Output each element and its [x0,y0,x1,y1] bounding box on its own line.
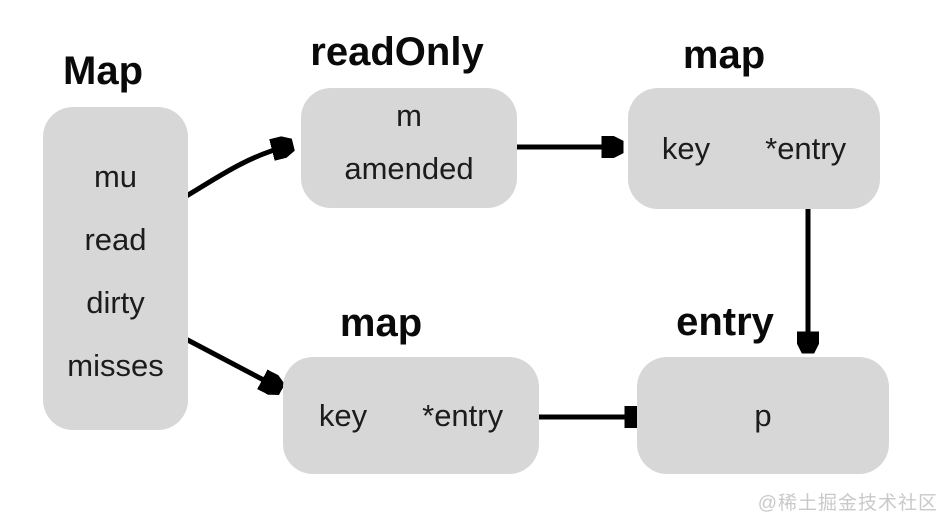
field-entry-ptr: *entry [422,397,504,433]
node-title-read-only: readOnly [310,30,484,74]
node-map-struct: mu read dirty misses [43,107,188,430]
node-map-dirty: key *entry [283,357,539,474]
field-key: key [318,397,368,433]
node-entry: p [637,357,889,474]
field-p: p [754,397,772,433]
node-title-entry: entry [676,300,774,344]
node-title-map-dirty: map [339,301,423,345]
node-title-map-read: map [682,33,766,77]
field-key: key [661,130,711,166]
node-map-read: key *entry [628,88,880,209]
field-dirty: dirty [86,285,145,320]
field-read: read [84,222,147,257]
field-amended: amended [344,151,474,186]
node-read-only: m amended [301,88,517,208]
field-m: m [396,98,422,133]
watermark: @稀土掘金技术社区 [757,493,938,514]
field-entry-ptr: *entry [765,130,847,166]
field-misses: misses [67,348,164,383]
field-mu: mu [93,159,138,194]
node-title-map-struct: Map [63,49,143,93]
